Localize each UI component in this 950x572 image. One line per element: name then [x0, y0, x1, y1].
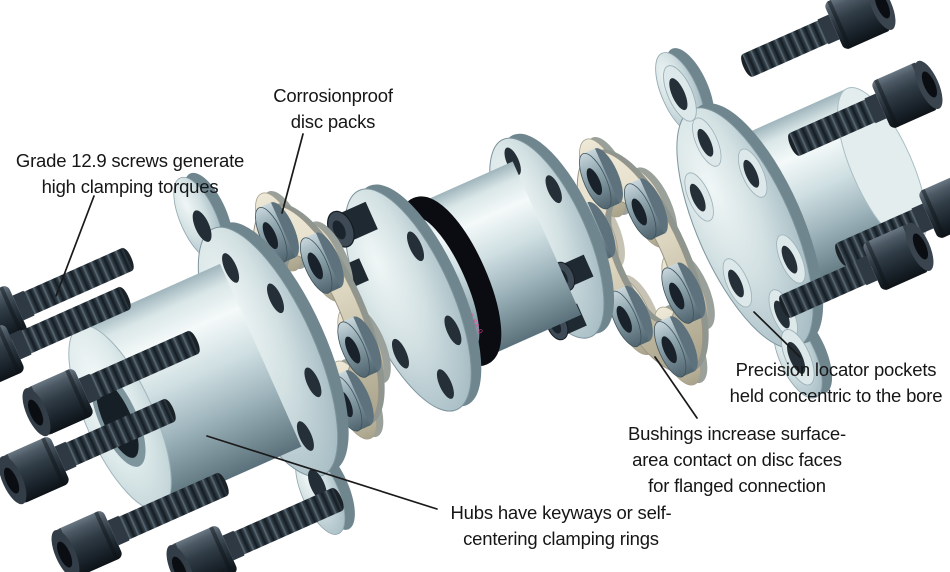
callout-disc-packs-line2: disc packs	[290, 111, 376, 132]
callout-locator-pockets-line1: Precision locator pockets	[735, 359, 937, 380]
callout-bushings-line1: Bushings increase surface-	[628, 423, 846, 444]
callout-locator-pockets: Precision locator pockets held concentri…	[730, 357, 943, 409]
callout-disc-packs: Corrosionproof disc packs	[273, 83, 393, 135]
callout-hubs-line1: Hubs have keyways or self-	[450, 502, 672, 523]
callout-hubs-line2: centering clamping rings	[463, 528, 659, 549]
leader-grade-screws	[55, 195, 95, 297]
leader-locator-pockets	[753, 311, 801, 358]
callout-grade-screws-line2: high clamping torques	[41, 176, 219, 197]
callout-bushings: Bushings increase surface- area contact …	[628, 421, 846, 499]
callout-bushings-line2: area contact on disc faces	[632, 449, 842, 470]
center-spacer: R+W (0) 93 72 / 98 64-0	[321, 133, 615, 412]
leader-disc-packs	[281, 133, 304, 214]
callout-hubs: Hubs have keyways or self- centering cla…	[450, 500, 671, 552]
leader-lines	[55, 133, 801, 510]
callout-bushings-line3: for flanged connection	[648, 475, 826, 496]
callout-grade-screws-line1: Grade 12.9 screws generate	[15, 150, 245, 171]
leader-bushings	[654, 356, 698, 419]
tab-hole	[192, 210, 212, 242]
cap-screw	[732, 0, 902, 92]
callout-disc-packs-line1: Corrosionproof	[273, 85, 393, 106]
callout-grade-screws: Grade 12.9 screws generate high clamping…	[16, 148, 244, 200]
left-hub	[68, 172, 355, 535]
callout-locator-pockets-line2: held concentric to the bore	[729, 385, 943, 406]
leader-hubs	[206, 435, 438, 510]
